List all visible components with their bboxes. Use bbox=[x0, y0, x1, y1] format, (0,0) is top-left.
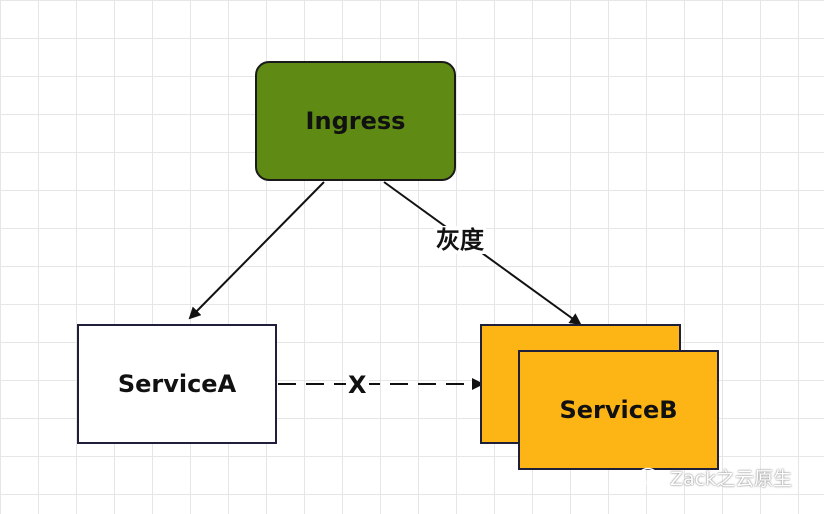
blocked-edge-label: X bbox=[346, 371, 369, 399]
service-b-label: ServiceB bbox=[559, 396, 678, 424]
wechat-icon bbox=[638, 467, 664, 488]
watermark-text: Zack之云原生 bbox=[670, 468, 793, 490]
service-b-node[interactable]: ServiceB bbox=[518, 350, 719, 470]
watermark: Zack之云原生 bbox=[638, 464, 792, 491]
service-a-node[interactable]: ServiceA bbox=[77, 324, 277, 444]
service-a-label: ServiceA bbox=[117, 370, 237, 398]
ingress-label: Ingress bbox=[305, 107, 406, 135]
ingress-node[interactable]: Ingress bbox=[255, 61, 456, 181]
arrow-ingress-to-service-a bbox=[188, 181, 325, 320]
canary-edge-label: 灰度 bbox=[434, 226, 486, 254]
